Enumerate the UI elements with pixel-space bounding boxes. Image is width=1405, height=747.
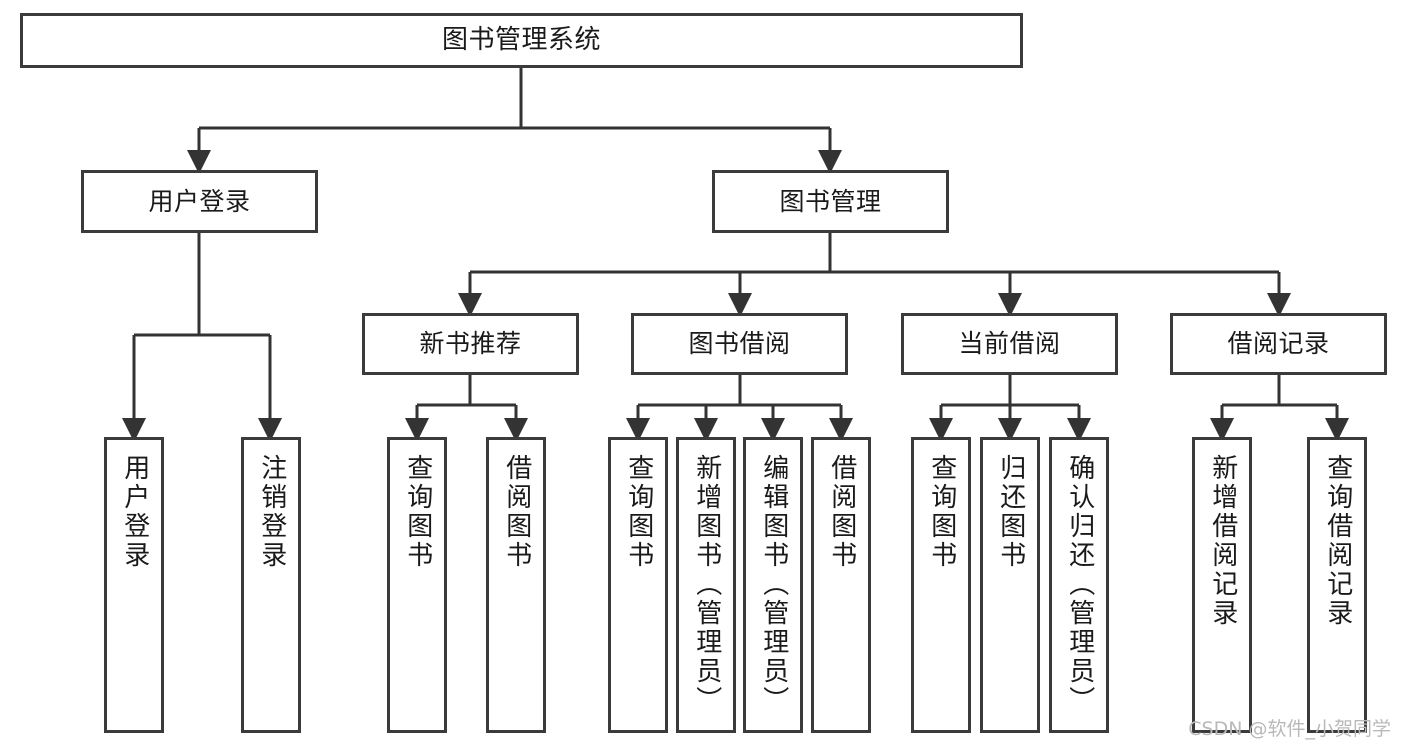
node-label: 查询图书 <box>402 454 433 570</box>
leaf-book-borrow-query-book[interactable]: 查询图书 <box>608 437 668 733</box>
node-label: 新增图书（管理员） <box>691 454 722 715</box>
leaf-borrow-record-add-record[interactable]: 新增借阅记录 <box>1192 437 1252 733</box>
node-borrow-record[interactable]: 借阅记录 <box>1170 313 1387 375</box>
leaf-new-book-query-book[interactable]: 查询图书 <box>387 437 447 733</box>
node-label: 图书管理 <box>779 186 882 216</box>
node-label: 注销登录 <box>256 454 287 570</box>
node-label: 图书借阅 <box>688 329 791 358</box>
node-user-login[interactable]: 用户登录 <box>81 170 318 233</box>
node-book-borrow[interactable]: 图书借阅 <box>631 313 848 375</box>
node-label: 确认归还（管理员） <box>1064 454 1095 715</box>
node-label: 当前借阅 <box>958 329 1061 358</box>
node-label: 借阅图书 <box>501 454 532 570</box>
node-label: 用户登录 <box>148 186 251 216</box>
leaf-book-borrow-borrow-book[interactable]: 借阅图书 <box>811 437 871 733</box>
node-label: 用户登录 <box>119 454 150 570</box>
leaf-user-login-logout[interactable]: 注销登录 <box>241 437 301 733</box>
node-label: 新增借阅记录 <box>1207 454 1238 628</box>
leaf-current-borrow-return-book[interactable]: 归还图书 <box>980 437 1040 733</box>
leaf-new-book-borrow-book[interactable]: 借阅图书 <box>486 437 546 733</box>
leaf-user-login-login[interactable]: 用户登录 <box>104 437 164 733</box>
node-root-system[interactable]: 图书管理系统 <box>20 13 1023 68</box>
node-label: 查询借阅记录 <box>1322 454 1353 628</box>
watermark-text: CSDN @软件_小贺同学 <box>1188 718 1391 740</box>
node-label: 借阅记录 <box>1227 329 1330 358</box>
leaf-borrow-record-query-record[interactable]: 查询借阅记录 <box>1307 437 1367 733</box>
node-label: 编辑图书（管理员） <box>758 454 789 715</box>
node-label: 借阅图书 <box>826 454 857 570</box>
node-label: 图书管理系统 <box>441 24 601 55</box>
node-new-book-recommend[interactable]: 新书推荐 <box>362 313 579 375</box>
leaf-current-borrow-confirm-return-admin[interactable]: 确认归还（管理员） <box>1049 437 1109 733</box>
node-label: 查询图书 <box>623 454 654 570</box>
node-book-management[interactable]: 图书管理 <box>712 170 949 233</box>
leaf-book-borrow-add-book-admin[interactable]: 新增图书（管理员） <box>676 437 736 733</box>
node-label: 查询图书 <box>926 454 957 570</box>
node-current-borrow[interactable]: 当前借阅 <box>901 313 1118 375</box>
leaf-current-borrow-query-book[interactable]: 查询图书 <box>911 437 971 733</box>
node-label: 新书推荐 <box>419 329 522 358</box>
node-label: 归还图书 <box>995 454 1026 570</box>
leaf-book-borrow-edit-book-admin[interactable]: 编辑图书（管理员） <box>743 437 803 733</box>
